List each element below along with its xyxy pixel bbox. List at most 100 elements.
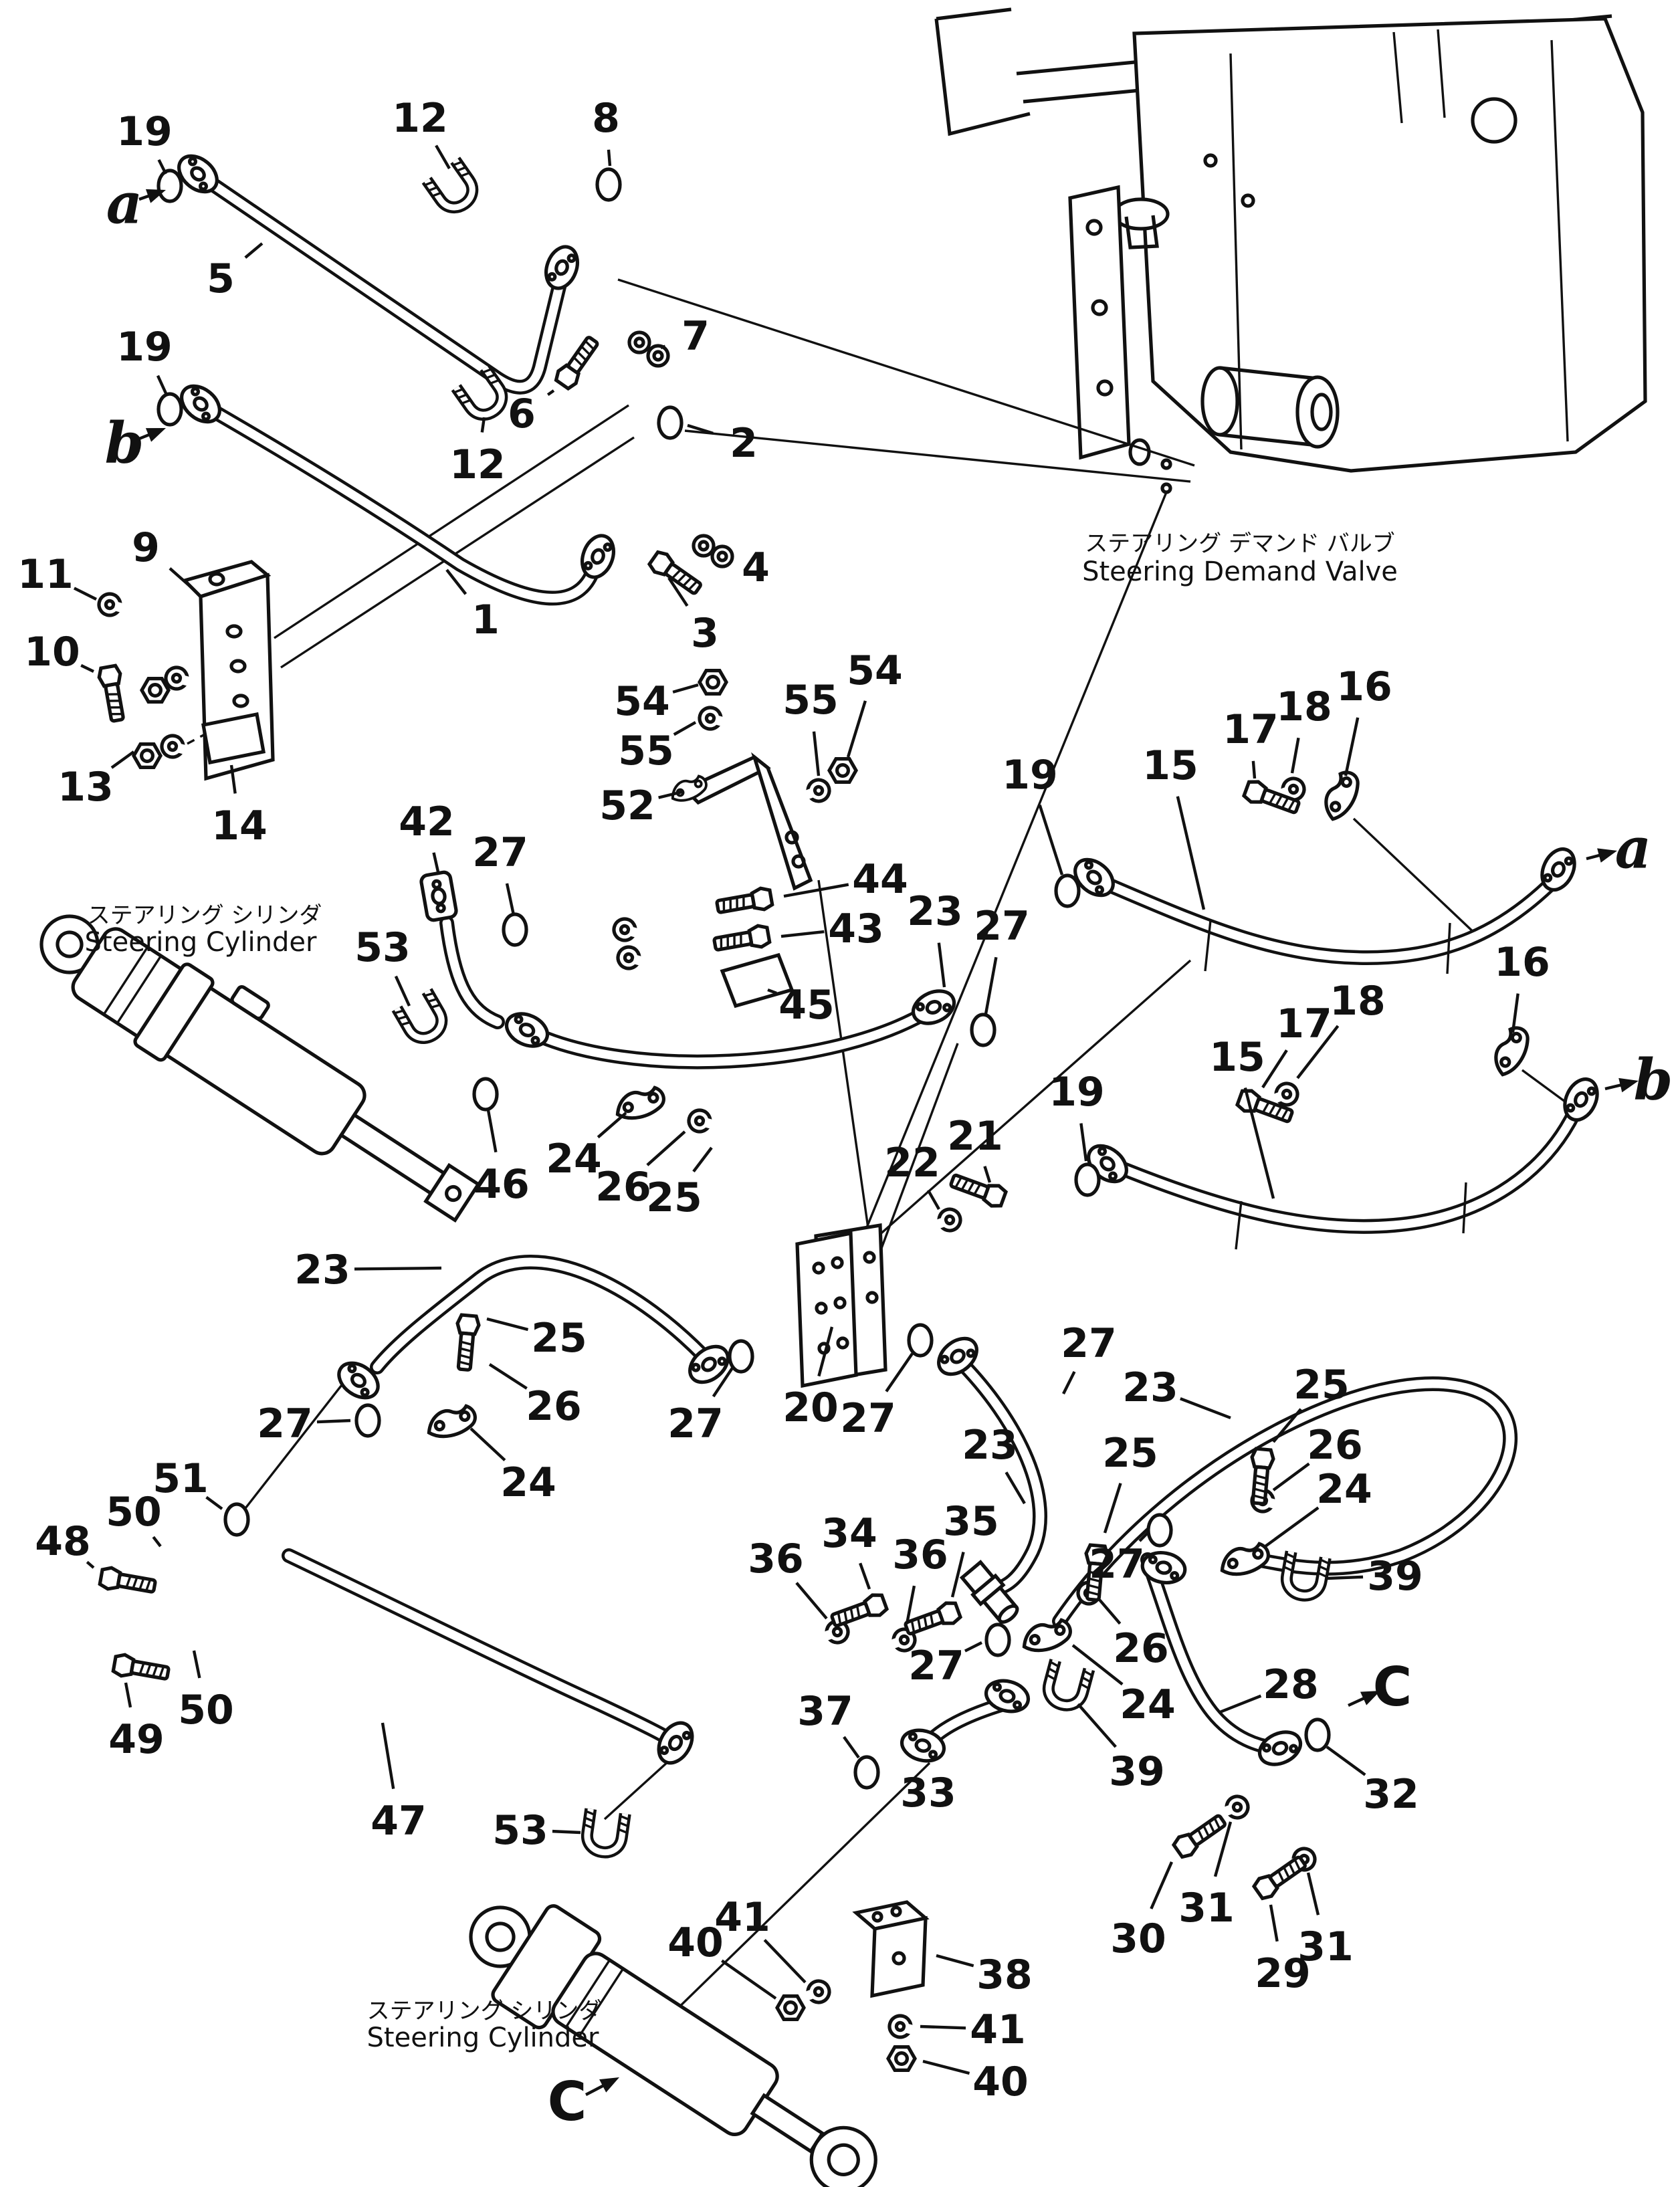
view-arrowhead-C xyxy=(1360,1691,1380,1705)
callout-27: 27 xyxy=(257,1400,313,1447)
callout-18: 18 xyxy=(1276,684,1332,730)
leader-33 xyxy=(932,1757,936,1761)
bracket-52 xyxy=(681,752,813,891)
leader-16 xyxy=(1344,717,1360,776)
guide-lines xyxy=(187,278,1569,2018)
rod-47 xyxy=(284,1551,680,1748)
leader-24 xyxy=(1071,1644,1124,1686)
leader-26 xyxy=(1272,1462,1310,1491)
view-arrowhead-b xyxy=(145,428,166,442)
callout-39: 39 xyxy=(1109,1748,1165,1795)
steering-cylinder-left xyxy=(39,914,481,1223)
callout-19: 19 xyxy=(116,108,173,155)
leader-9 xyxy=(169,567,194,590)
leader-3 xyxy=(667,577,689,607)
leader-10 xyxy=(80,663,94,673)
demand-valve-label-en: Steering Demand Valve xyxy=(1082,556,1398,587)
leader-40 xyxy=(922,2059,970,2075)
leader-37 xyxy=(843,1736,860,1759)
callout-19: 19 xyxy=(116,324,173,371)
leader-16 xyxy=(1511,993,1519,1033)
view-marker-b: b xyxy=(1634,1046,1673,1112)
leader-55 xyxy=(812,731,821,776)
callout-47: 47 xyxy=(371,1798,427,1845)
leader-11 xyxy=(73,587,97,601)
cylinder-left-label-en: Steering Cylinder xyxy=(85,927,317,958)
view-arrowhead-C xyxy=(599,2077,619,2093)
filler-cap xyxy=(1112,197,1170,231)
callout-25: 25 xyxy=(531,1315,587,1362)
callout-25: 25 xyxy=(1293,1362,1350,1409)
leader-31 xyxy=(1213,1821,1233,1877)
callout-23: 23 xyxy=(962,1422,1018,1469)
callout-38: 38 xyxy=(976,1952,1033,1998)
callout-27: 27 xyxy=(472,829,528,876)
callout-16: 16 xyxy=(1494,939,1550,986)
callout-39: 39 xyxy=(1367,1553,1423,1600)
leader-47 xyxy=(381,1722,395,1789)
leader-12 xyxy=(435,144,451,170)
callout-54: 54 xyxy=(614,678,670,725)
spring-washers xyxy=(96,591,1318,2041)
callout-27: 27 xyxy=(667,1400,724,1447)
leader-42 xyxy=(432,852,441,875)
leader-18 xyxy=(1290,737,1300,774)
callout-50: 50 xyxy=(106,1489,162,1536)
leader-26 xyxy=(646,1130,686,1166)
callout-55: 55 xyxy=(618,728,674,774)
callout-20: 20 xyxy=(782,1384,839,1431)
callout-53: 53 xyxy=(354,924,411,971)
callout-45: 45 xyxy=(778,982,835,1029)
callout-11: 11 xyxy=(17,551,74,598)
callout-23: 23 xyxy=(1122,1364,1178,1411)
callout-52: 52 xyxy=(599,783,655,829)
callout-32: 32 xyxy=(1363,1771,1419,1818)
leader-49 xyxy=(124,1682,132,1708)
leader-19 xyxy=(1079,1123,1088,1162)
leader-36 xyxy=(795,1582,828,1620)
leader-27 xyxy=(505,883,516,916)
hose-23-middle xyxy=(953,1354,1045,1594)
view-marker-b: b xyxy=(105,409,144,476)
leader-13 xyxy=(110,750,135,769)
leader-19 xyxy=(156,375,168,394)
callout-41: 41 xyxy=(970,2006,1026,2053)
callout-3: 3 xyxy=(691,610,719,657)
callout-37: 37 xyxy=(797,1688,853,1735)
leader-34 xyxy=(859,1562,871,1590)
cylinder-left-label-ja: ステアリング シリンダ xyxy=(88,902,322,929)
leader-55 xyxy=(673,721,697,736)
leader-54 xyxy=(846,700,867,758)
callout-18: 18 xyxy=(1330,978,1386,1025)
leader-26 xyxy=(488,1363,528,1390)
callout-5: 5 xyxy=(207,255,235,302)
callout-40: 40 xyxy=(972,2059,1029,2105)
leader-32 xyxy=(1326,1746,1366,1776)
callout-12: 12 xyxy=(392,95,448,142)
callout-40: 40 xyxy=(667,1919,724,1966)
callout-17: 17 xyxy=(1223,706,1279,753)
callout-28: 28 xyxy=(1263,1661,1319,1708)
leader-8 xyxy=(607,149,612,167)
steering-demand-valve xyxy=(1128,366,1340,494)
callout-26: 26 xyxy=(1113,1625,1169,1672)
demand-valve-label-ja: ステアリング デマンド バルブ xyxy=(1085,530,1395,557)
leader-24 xyxy=(469,1427,506,1461)
callout-10: 10 xyxy=(24,629,80,675)
pipe-1 xyxy=(199,401,607,603)
callout-51: 51 xyxy=(152,1455,209,1502)
callout-9: 9 xyxy=(132,524,160,571)
leader-19 xyxy=(1038,805,1064,875)
leader-26 xyxy=(1098,1598,1122,1625)
callout-27: 27 xyxy=(840,1395,896,1442)
callout-34: 34 xyxy=(821,1510,877,1557)
callout-36: 36 xyxy=(748,1536,804,1582)
callout-15: 15 xyxy=(1142,742,1198,789)
leader-22 xyxy=(926,1189,940,1211)
callout-8: 8 xyxy=(592,95,620,142)
leader-24 xyxy=(1264,1506,1320,1548)
pipe-15b xyxy=(1119,1108,1579,1231)
leader-38 xyxy=(936,1954,974,1968)
leader-24 xyxy=(597,1112,627,1139)
